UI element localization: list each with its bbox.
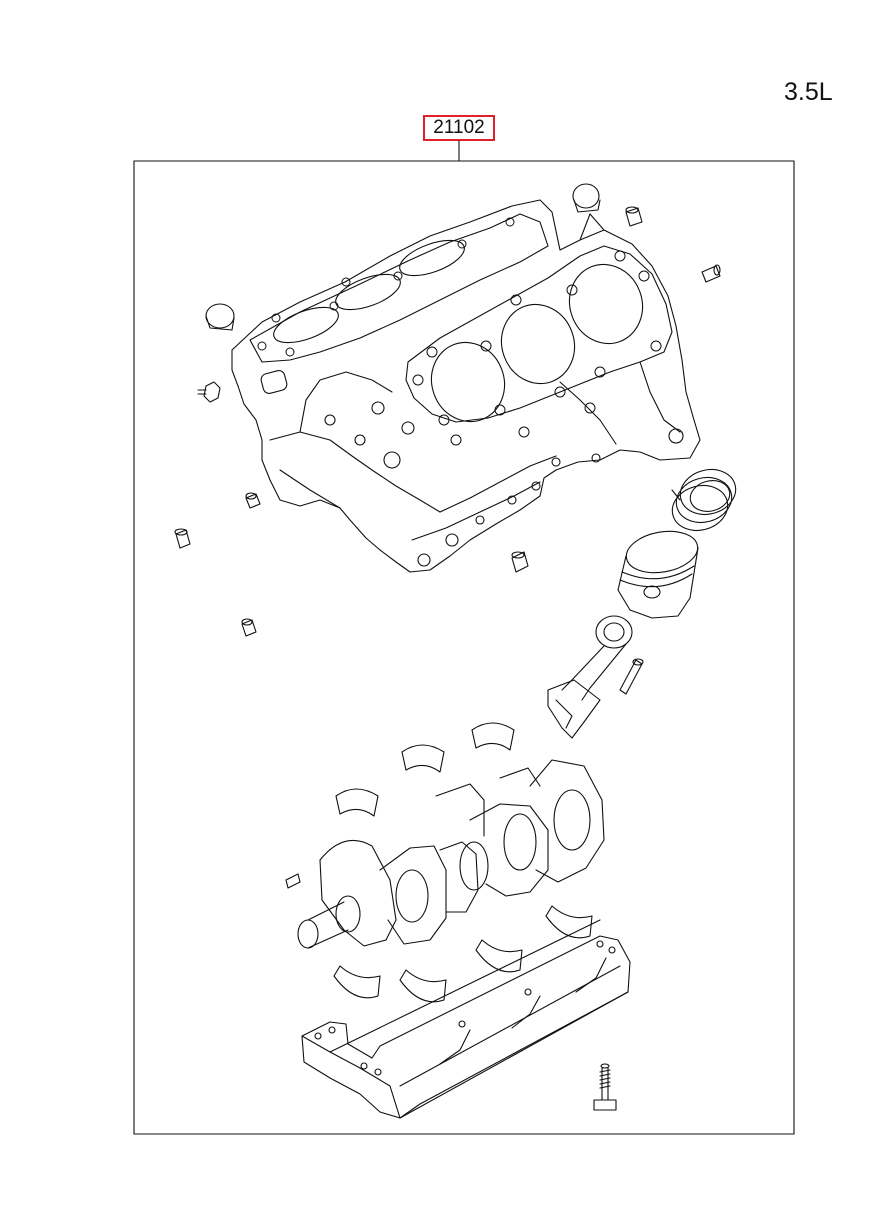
main-bearing-shell[interactable] [399,969,447,1003]
main-bearing-shell[interactable] [333,965,381,999]
main-bearing-shell[interactable] [335,788,379,817]
part-number-callout[interactable]: 21102 [423,115,495,141]
main-bearing-cap-ladder[interactable] [301,919,631,1119]
crankshaft[interactable] [297,759,605,949]
main-bearing-shell[interactable] [471,722,515,751]
crankshaft-key[interactable] [285,873,301,889]
connecting-rod[interactable] [547,615,633,739]
assembly-frame [133,160,795,1135]
dowel-pin[interactable] [245,492,261,509]
connecting-rod-bolt[interactable] [619,658,644,695]
welsh-plug[interactable] [572,183,601,213]
dowel-pin[interactable] [241,618,257,637]
oil-jet[interactable] [174,528,191,549]
main-bearing-shell[interactable] [401,744,445,773]
plug-bolt[interactable] [197,381,221,403]
cylinder-block[interactable] [231,199,701,573]
main-bearing-shell[interactable] [475,939,523,973]
engine-displacement-label: 3.5L [784,78,833,106]
main-bearing-shell[interactable] [545,905,593,939]
cap-bolt[interactable] [593,1063,617,1111]
piston[interactable] [617,526,701,619]
dowel-pin[interactable] [701,264,721,283]
welsh-plug[interactable] [205,303,235,331]
piston-rings[interactable] [667,464,740,537]
dowel-pin[interactable] [511,551,529,573]
dowel-pin[interactable] [625,206,643,227]
